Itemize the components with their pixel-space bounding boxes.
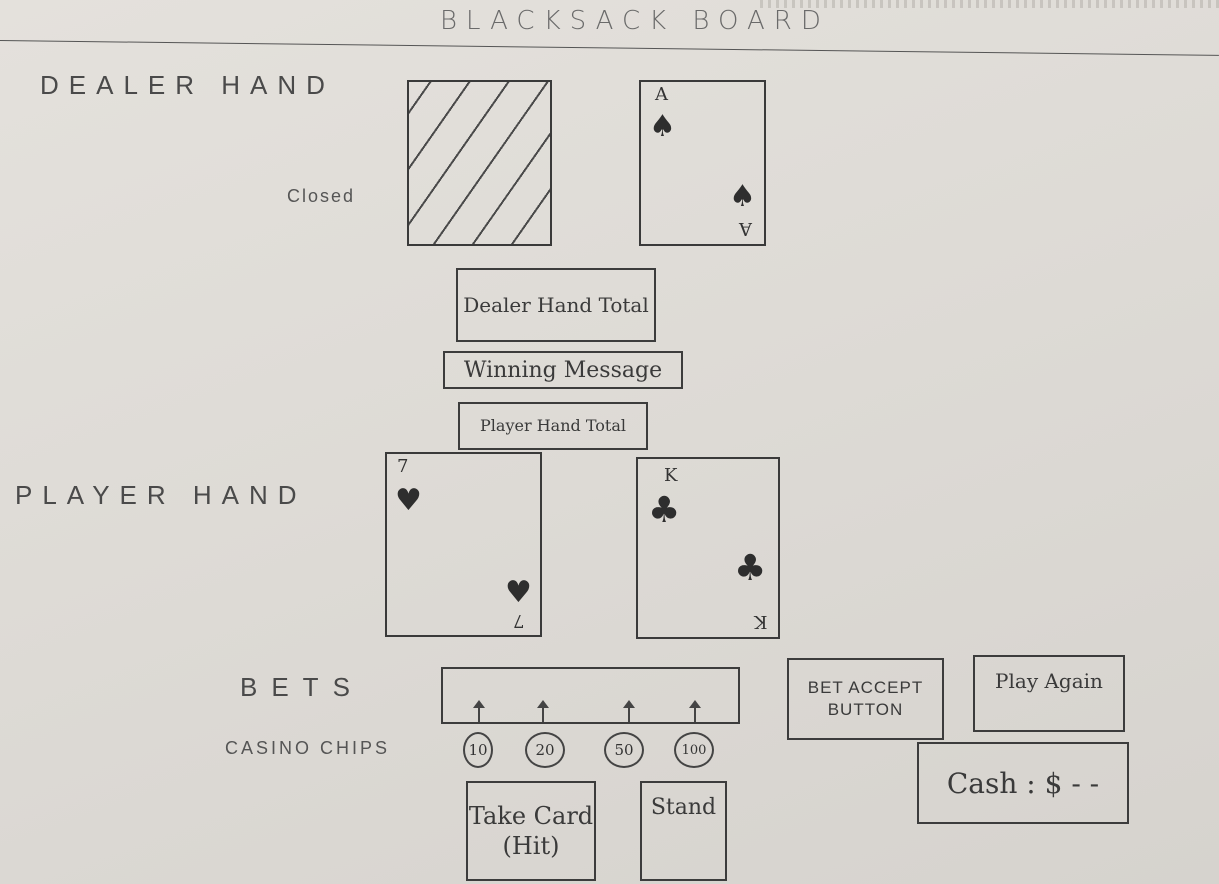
spade-icon: ♠ [729, 179, 756, 214]
bet-area[interactable] [441, 667, 740, 724]
play-again-button[interactable]: Play Again [973, 655, 1125, 732]
dealer-hand-label: DEALER HAND [40, 70, 335, 100]
club-icon: ♣ [734, 548, 767, 589]
dealer-card-rank-inverted: A [739, 218, 752, 239]
stand-button[interactable]: Stand [640, 781, 727, 881]
player-card-2-rank-inverted: K [754, 611, 768, 632]
player-card-2: K ♣ ♣ K [636, 457, 780, 639]
chip-arrow-50 [623, 700, 635, 722]
chip-arrow-20 [537, 700, 549, 722]
spade-icon: ♠ [649, 109, 676, 144]
player-card-2-rank: K [664, 465, 678, 486]
chip-arrow-100 [689, 700, 701, 722]
heart-icon: ♥ [395, 483, 422, 518]
take-card-button[interactable]: Take Card (Hit) [466, 781, 596, 881]
player-card-1: 7 ♥ ♥ 7 [385, 452, 542, 637]
dealer-hand-total: Dealer Hand Total [456, 268, 656, 342]
chip-100[interactable]: 100 [674, 732, 714, 768]
closed-card-label: Closed [287, 186, 356, 206]
player-card-1-rank: 7 [397, 456, 409, 477]
cash-display: Cash : $ - - [917, 742, 1129, 824]
player-hand-total: Player Hand Total [458, 402, 648, 450]
player-card-1-rank-inverted: 7 [513, 610, 525, 631]
top-divider [0, 40, 1219, 56]
chip-20[interactable]: 20 [525, 732, 565, 768]
dealer-face-card: A ♠ ♠ A [639, 80, 766, 246]
dealer-closed-card [407, 80, 552, 246]
board-title: BLACKSACK BOARD [440, 6, 830, 36]
player-hand-label: PLAYER HAND [15, 480, 307, 510]
notebook-spiral [760, 0, 1219, 8]
casino-chips-label: CASINO CHIPS [225, 738, 391, 758]
winning-message: Winning Message [443, 351, 683, 389]
club-icon: ♣ [648, 490, 681, 531]
chip-10[interactable]: 10 [463, 732, 493, 768]
bets-label: BETS [240, 672, 364, 702]
bet-accept-button[interactable]: BET ACCEPT BUTTON [787, 658, 944, 740]
dealer-card-rank: A [655, 84, 668, 105]
chip-50[interactable]: 50 [604, 732, 644, 768]
heart-icon: ♥ [505, 575, 532, 610]
chip-arrow-10 [473, 700, 485, 722]
